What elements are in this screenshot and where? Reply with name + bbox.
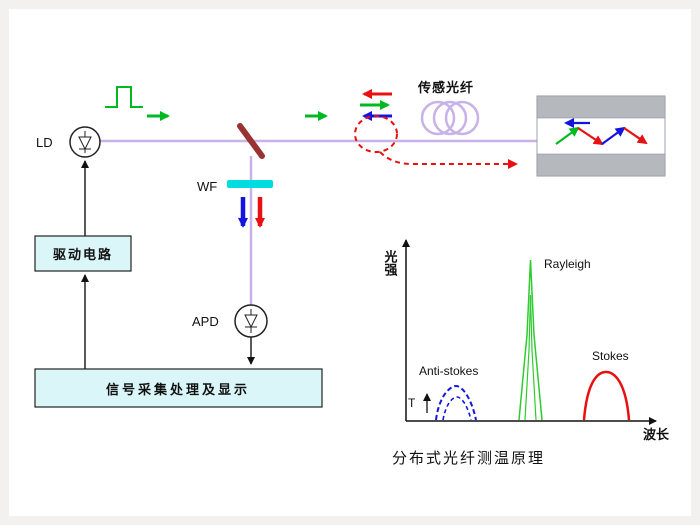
rayleigh-peak — [518, 259, 543, 421]
drive-circuit-label: 驱动电路 — [53, 247, 113, 262]
wavelength-filter-bar — [227, 180, 273, 188]
anti-stokes-peak-inner — [442, 396, 472, 421]
anti-stokes-label: Anti-stokes — [419, 364, 478, 378]
apd-photodiode-symbol — [234, 304, 268, 338]
signal-display-label: 信号采集处理及显示 — [106, 382, 250, 397]
stokes-label: Stokes — [592, 349, 629, 363]
scatter-arrow-green — [555, 126, 580, 145]
stokes-peak — [582, 370, 631, 421]
spectrum-plot — [402, 239, 657, 425]
fiber-coil-loop — [420, 100, 456, 136]
laser-diode-symbol — [69, 126, 101, 158]
wf-label: WF — [197, 179, 217, 194]
x-axis-label: 波长 — [643, 427, 670, 442]
beam-splitter — [237, 123, 265, 159]
fiber-coil-loop — [444, 100, 480, 136]
y-axis-label: 光强 — [383, 249, 399, 277]
sensing-fiber-label: 传感光纤 — [417, 80, 474, 95]
diode-triangle-icon — [244, 314, 258, 329]
t-label: T — [408, 396, 416, 410]
anti-stokes-peak — [435, 384, 477, 421]
ld-circle — [69, 126, 101, 158]
scatter-arrow-blue — [601, 126, 626, 145]
diagram-caption: 分布式光纤测温原理 — [392, 450, 545, 467]
signal-display-box — [34, 368, 323, 408]
fiber-cross-section-box — [536, 95, 666, 177]
scatter-arrow-red — [623, 127, 648, 145]
rayleigh-peak-inner — [524, 294, 537, 421]
scatter-arrow-red — [577, 127, 604, 146]
cladding-top-band — [536, 95, 666, 119]
cladding-bottom-band — [536, 153, 666, 177]
laser-pulse-icon — [105, 86, 143, 108]
apd-label: APD — [192, 314, 219, 329]
rayleigh-label: Rayleigh — [544, 257, 591, 271]
fiber-coil-loop — [432, 100, 468, 136]
drive-circuit-box — [34, 235, 132, 272]
optical-fiber-lines — [100, 100, 537, 305]
diode-triangle-icon — [78, 136, 92, 151]
ld-label: LD — [36, 135, 53, 150]
return-light-dashed-arrow — [379, 151, 518, 169]
scattering-region-ellipse — [354, 115, 398, 153]
